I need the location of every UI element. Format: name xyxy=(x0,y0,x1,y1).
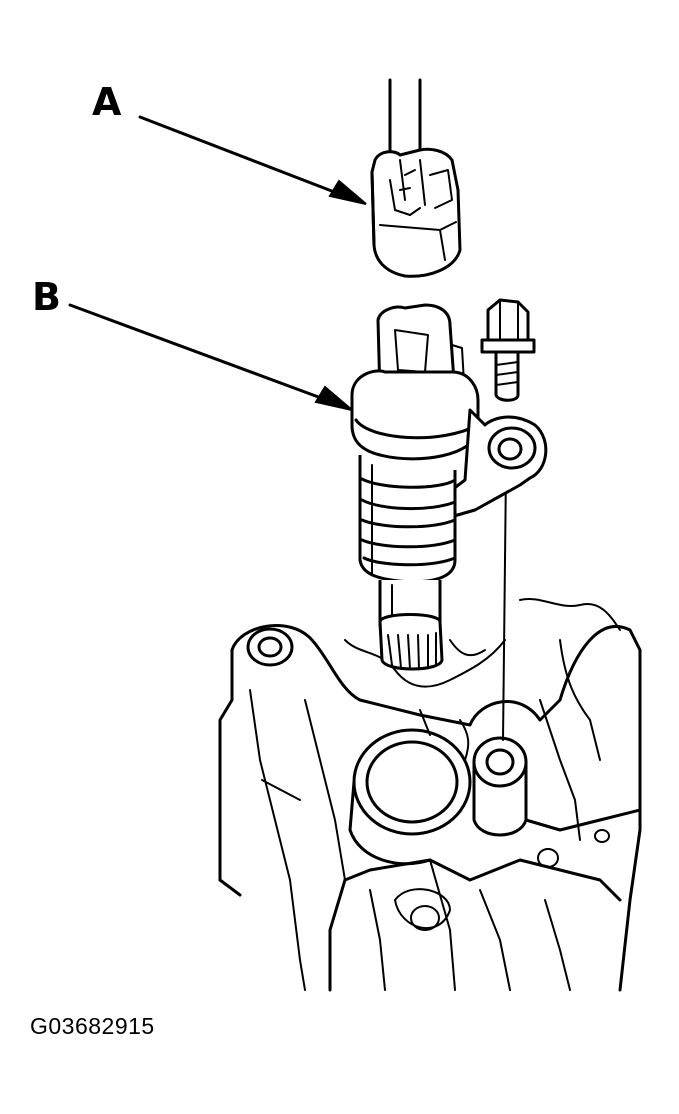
figure-id: G03682915 xyxy=(30,1013,155,1039)
arrowhead-b-icon xyxy=(314,385,353,411)
mounting-bolt xyxy=(480,298,536,402)
connector xyxy=(370,78,462,278)
arrowhead-a-icon xyxy=(328,179,367,205)
callout-a-leader xyxy=(138,115,367,205)
callout-b-leader xyxy=(68,303,353,411)
transmission-housing xyxy=(218,598,642,992)
callout-label-a: A xyxy=(92,80,122,124)
speed-sensor xyxy=(350,303,548,671)
bolt-alignment-line xyxy=(502,469,507,741)
callout-label-b: B xyxy=(32,275,61,319)
